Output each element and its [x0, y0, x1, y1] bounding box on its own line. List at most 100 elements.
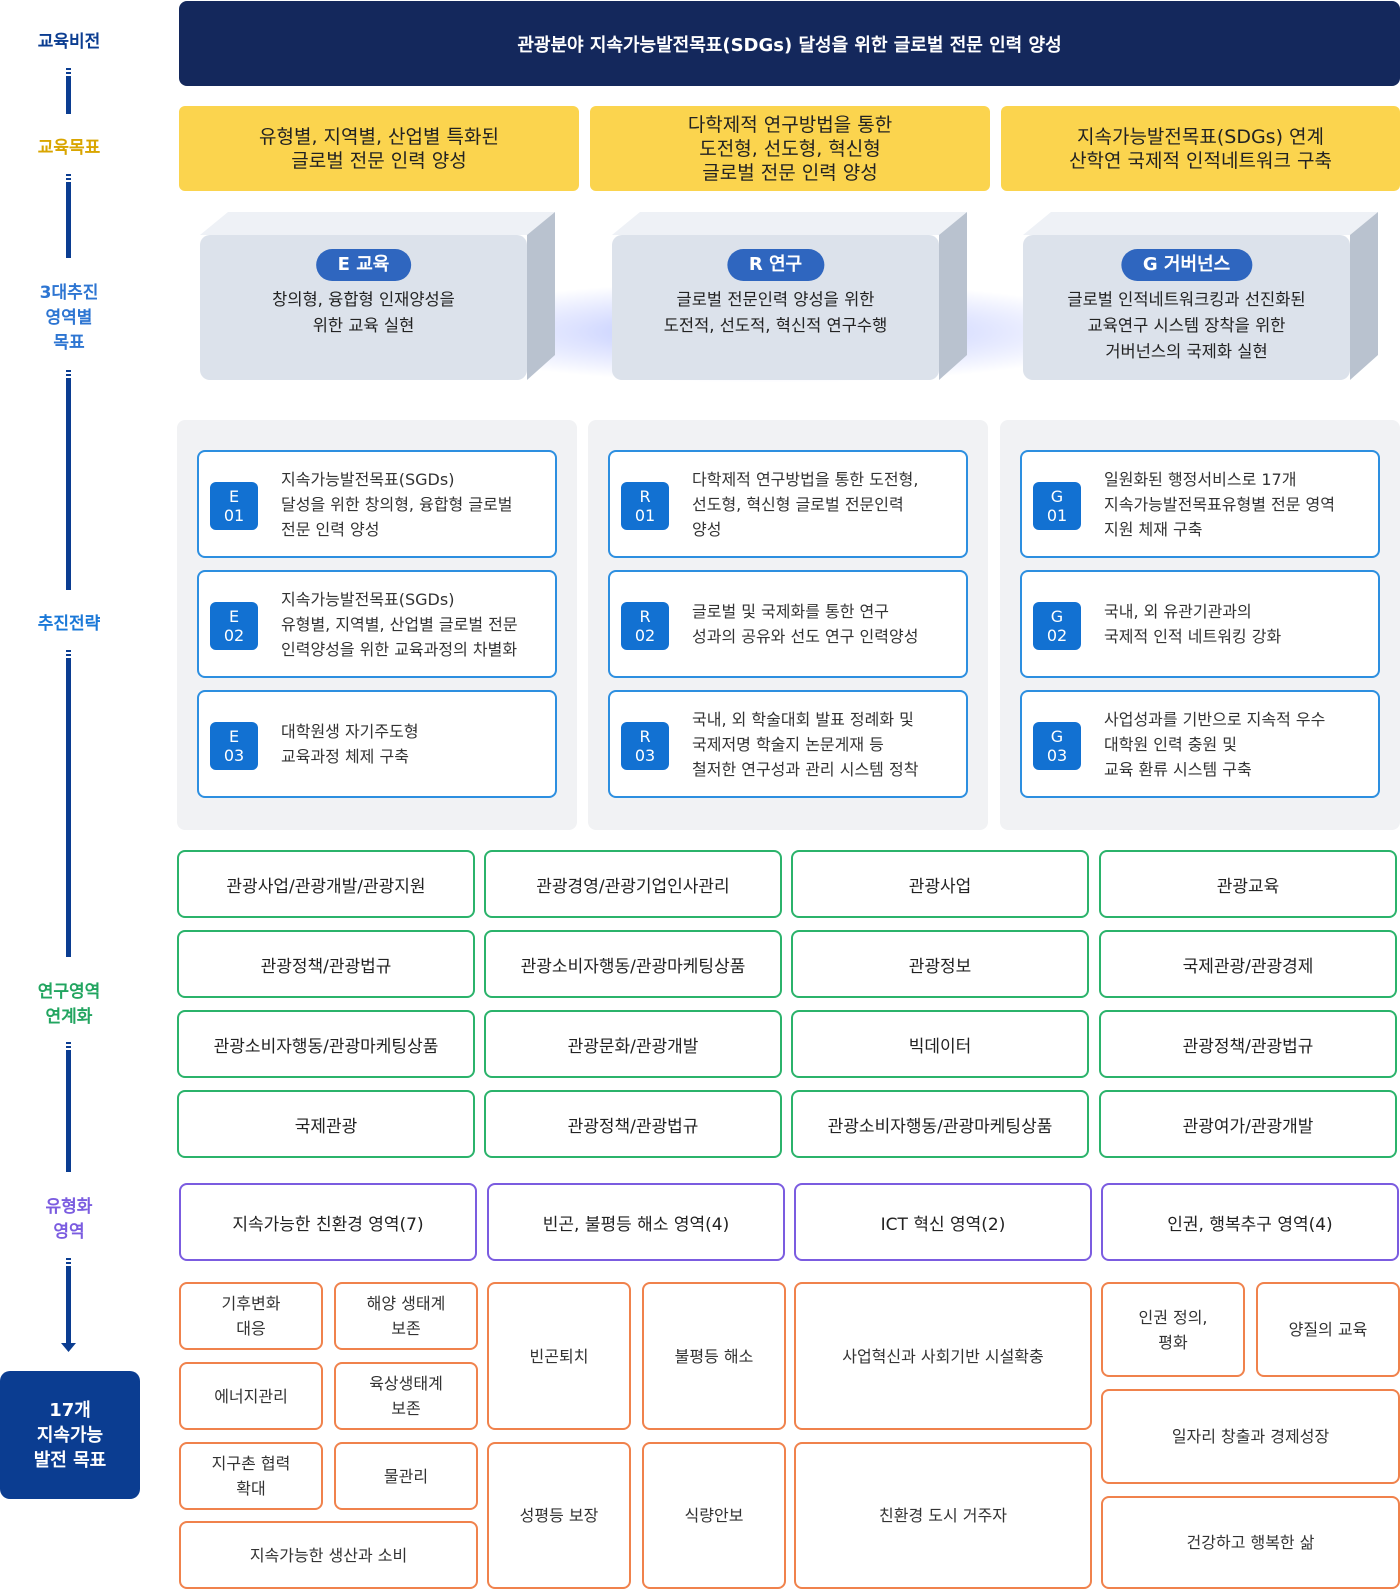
sdg-goal: 지속가능한 생산과 소비 — [179, 1521, 478, 1589]
education-goal-3: 지속가능발전목표(SDGs) 연계 산학연 국제적 인적네트워크 구축 — [1001, 106, 1400, 191]
timeline-line — [66, 380, 71, 590]
sdg-category-environment: 지속가능한 친환경 영역(7) — [179, 1183, 477, 1261]
timeline-line — [66, 1052, 71, 1172]
sdg-goal: 육상생태계 보존 — [334, 1362, 478, 1430]
strategy-text: 다학제적 연구방법을 통한 도전형, 선도형, 혁신형 글로벌 전문인력 양성 — [692, 469, 919, 539]
sdg-category-rights: 인권, 행복추구 영역(4) — [1101, 1183, 1399, 1261]
research-area: 관광정책/관광법규 — [177, 930, 475, 998]
timeline-dash — [66, 68, 71, 78]
timeline-dash — [66, 650, 71, 660]
strategy-text: 지속가능발전목표(SGDs) 유형별, 지역별, 산업별 글로벌 전문 인력양성… — [281, 589, 518, 659]
sdg-goal: 지구촌 협력 확대 — [179, 1442, 323, 1510]
research-area: 관광문화/관광개발 — [484, 1010, 782, 1078]
strategy-text: 국내, 외 유관기관과의 국제적 인적 네트워킹 강화 — [1104, 602, 1282, 646]
research-area: 관광정책/관광법규 — [484, 1090, 782, 1158]
sdg-goal: 기후변화 대응 — [179, 1282, 323, 1350]
timeline-line — [66, 78, 71, 114]
research-area: 관광소비자행동/관광마케팅상품 — [791, 1090, 1089, 1158]
education-vision-banner: 관광분야 지속가능발전목표(SDGs) 달성을 위한 글로벌 전문 인력 양성 — [179, 1, 1400, 86]
strategy-text: 사업성과를 기반으로 지속적 우수 대학원 인력 충원 및 교육 환류 시스템 … — [1104, 709, 1326, 779]
sdg-goal: 일자리 창출과 경제성장 — [1101, 1389, 1400, 1484]
pillar-3d-shape — [200, 212, 555, 380]
timeline-line — [66, 1268, 71, 1344]
sdg-17-goals-box: 17개 지속가능 발전 목표 — [0, 1371, 140, 1499]
sdg-goal: 성평등 보장 — [487, 1442, 631, 1589]
timeline-label-goals: 교육목표 — [37, 138, 101, 158]
pillar-description: 글로벌 인적네트워크킹과 선진화된 교육연구 시스템 장착을 위한 거버넌스의 … — [1067, 290, 1306, 361]
sdg-goal: 식량안보 — [642, 1442, 786, 1589]
sdg-category-poverty: 빈곤, 불평등 해소 영역(4) — [487, 1183, 785, 1261]
research-area: 빅데이터 — [791, 1010, 1089, 1078]
timeline-line — [66, 660, 71, 957]
timeline-line — [66, 184, 71, 258]
research-area: 관광여가/관광개발 — [1099, 1090, 1397, 1158]
pillar-governance: G 거버넌스 글로벌 인적네트워크킹과 선진화된 교육연구 시스템 장착을 위한… — [1023, 212, 1378, 380]
sdg-goal: 양질의 교육 — [1256, 1282, 1400, 1377]
timeline-dash — [66, 1258, 71, 1268]
education-goal-2: 다학제적 연구방법을 통한 도전형, 선도형, 혁신형 글로벌 전문 인력 양성 — [590, 106, 990, 191]
sdg-goal: 친환경 도시 거주자 — [794, 1442, 1092, 1589]
sdg-goal: 에너지관리 — [179, 1362, 323, 1430]
pillar-description: 창의형, 융합형 인재양성을 위한 교육 실현 — [272, 290, 455, 335]
pillar-tag: G 거버넌스 — [1120, 249, 1253, 281]
timeline-dash — [66, 174, 71, 184]
research-area: 관광경영/관광기업인사관리 — [484, 850, 782, 918]
research-area: 관광정책/관광법규 — [1099, 1010, 1397, 1078]
timeline-label-strategy: 추진전략 — [37, 614, 101, 634]
pillar-tag: E 교육 — [315, 249, 412, 281]
research-area: 관광소비자행동/관광마케팅상품 — [484, 930, 782, 998]
pillar-tag: R 연구 — [726, 249, 825, 281]
research-area: 관광교육 — [1099, 850, 1397, 918]
strategy-text: 일원화된 행정서비스로 17개 지속가능발전목표유형별 전문 영역 지원 체재 … — [1104, 469, 1335, 539]
strategy-text: 국내, 외 학술대회 발표 정례화 및 국제저명 학술지 논문게재 등 철저한 … — [692, 709, 919, 779]
strategy-text: 글로벌 및 국제화를 통한 연구 성과의 공유와 선도 연구 인력양성 — [692, 602, 919, 646]
research-area: 관광정보 — [791, 930, 1089, 998]
sdg-goal: 빈곤퇴치 — [487, 1282, 631, 1430]
pillar-3d-shape — [1023, 212, 1378, 380]
pillar-3d-shape — [612, 212, 967, 380]
pillar-education: E 교육 창의형, 융합형 인재양성을 위한 교육 실현 — [200, 212, 555, 380]
strategy-text: 대학원생 자기주도형 교육과정 체제 구축 — [281, 722, 419, 766]
arrow-down-icon — [61, 1343, 76, 1352]
sdg-goal: 사업혁신과 사회기반 시설확충 — [794, 1282, 1092, 1430]
sdg-category-ict: ICT 혁신 영역(2) — [794, 1183, 1092, 1261]
pillar-description: 글로벌 전문인력 양성을 위한 도전적, 선도적, 혁신적 연구수행 — [663, 290, 888, 335]
timeline-label-research: 연구영역 연계화 — [37, 982, 101, 1027]
timeline-dash — [66, 1042, 71, 1052]
research-area: 국제관광/관광경제 — [1099, 930, 1397, 998]
sdg-goal: 물관리 — [334, 1442, 478, 1510]
sdg-goal: 불평등 해소 — [642, 1282, 786, 1430]
timeline-dash — [66, 370, 71, 380]
timeline-label-category: 유형화 영역 — [45, 1197, 93, 1242]
strategy-text: 지속가능발전목표(SGDs) 달성을 위한 창의형, 융합형 글로벌 전문 인력… — [281, 469, 513, 539]
timeline-label-pillars: 3대추진 영역별 목표 — [39, 283, 99, 353]
research-area: 관광사업/관광개발/관광지원 — [177, 850, 475, 918]
timeline-label-vision: 교육비전 — [37, 32, 101, 52]
education-goal-1: 유형별, 지역별, 산업별 특화된 글로벌 전문 인력 양성 — [179, 106, 579, 191]
research-area: 국제관광 — [177, 1090, 475, 1158]
sdg-goal: 해양 생태계 보존 — [334, 1282, 478, 1350]
sdg-goal: 인권 정의, 평화 — [1101, 1282, 1245, 1377]
pillar-research: R 연구 글로벌 전문인력 양성을 위한 도전적, 선도적, 혁신적 연구수행 — [612, 212, 967, 380]
research-area: 관광사업 — [791, 850, 1089, 918]
